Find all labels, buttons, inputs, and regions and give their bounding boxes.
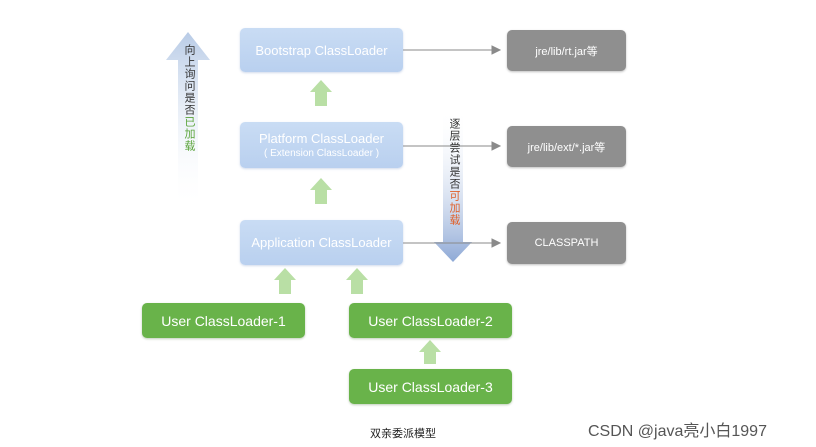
bootstrap-label: Bootstrap ClassLoader <box>255 42 388 58</box>
ext-jar-label: jre/lib/ext/*.jar等 <box>527 141 606 154</box>
rt-jar-box: jre/lib/rt.jar等 <box>507 30 626 71</box>
arrowhead-ext <box>491 141 502 151</box>
platform-sub-label: ( Extension ClassLoader ) <box>263 148 380 159</box>
rt-jar-label: jre/lib/rt.jar等 <box>535 45 598 58</box>
ext-jar-box: jre/lib/ext/*.jar等 <box>507 126 626 167</box>
bootstrap-classloader-box: Bootstrap ClassLoader <box>240 28 403 72</box>
down-arrow-label: 逐层尝试是否可加载 <box>448 118 460 226</box>
up-arrow-label: 向上询问是否已加载 <box>183 44 195 152</box>
arrow-user2-to-application <box>346 268 368 294</box>
platform-label: Platform ClassLoader <box>259 131 384 146</box>
classpath-box: CLASSPATH <box>507 222 626 264</box>
arrow-platform-to-bootstrap <box>310 80 332 106</box>
application-label: Application ClassLoader <box>251 235 392 250</box>
arrowhead-rt <box>491 45 502 55</box>
user-classloader-2-box: User ClassLoader-2 <box>349 303 512 338</box>
application-classloader-box: Application ClassLoader <box>240 220 403 265</box>
delegation-up-arrow <box>166 32 210 210</box>
arrow-user1-to-application <box>274 268 296 294</box>
csdn-watermark: CSDN @java亮小白1997 <box>588 423 767 440</box>
user-classloader-1-label: User ClassLoader-1 <box>161 312 286 329</box>
platform-classloader-box: Platform ClassLoader ( Extension ClassLo… <box>240 122 403 168</box>
user-classloader-2-label: User ClassLoader-2 <box>368 312 493 329</box>
arrow-application-to-platform <box>310 178 332 204</box>
classpath-label: CLASSPATH <box>534 237 599 249</box>
user-classloader-1-box: User ClassLoader-1 <box>142 303 305 338</box>
user-classloader-3-box: User ClassLoader-3 <box>349 369 512 404</box>
user-classloader-3-label: User ClassLoader-3 <box>368 378 493 395</box>
arrowhead-classpath <box>491 238 502 248</box>
arrow-user3-to-user2 <box>419 340 441 364</box>
diagram-caption: 双亲委派模型 <box>370 428 436 440</box>
